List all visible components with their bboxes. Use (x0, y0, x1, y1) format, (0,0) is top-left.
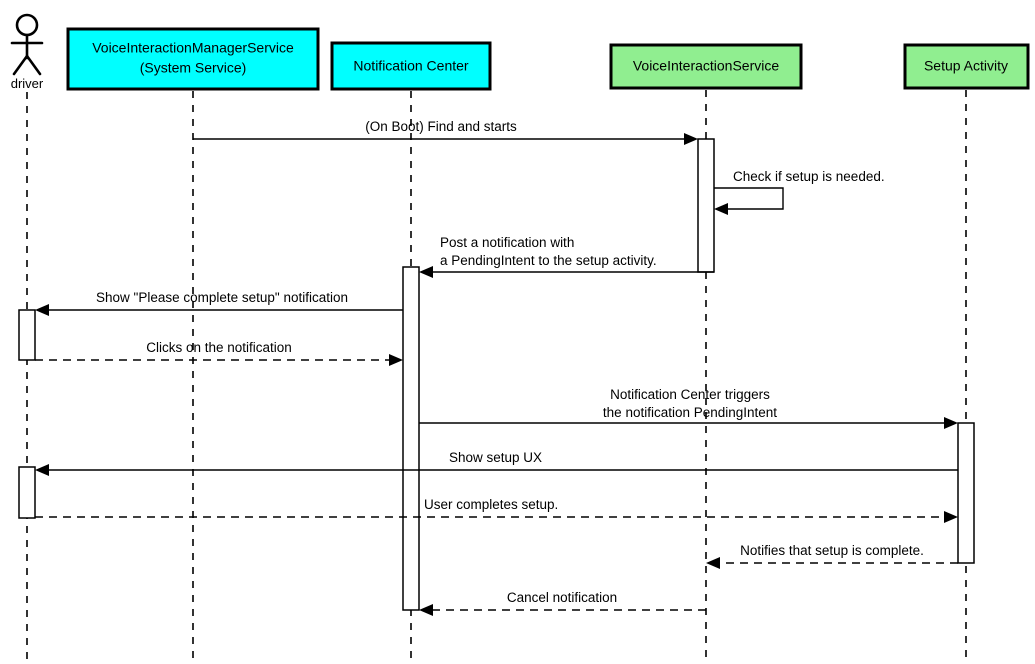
message-label-post-notification-line2: a PendingIntent to the setup activity. (440, 253, 657, 268)
participant-box-notification-center[interactable] (330, 41, 492, 91)
message-label-show-setup-ux: Show setup UX (449, 450, 542, 465)
message-label-cancel-notification: Cancel notification (507, 590, 617, 605)
message-cancel-notification[interactable]: Cancel notification (419, 590, 706, 616)
participant-voiceinteractionservice[interactable]: VoiceInteractionService (609, 43, 803, 90)
participant-label-vims-line2: (System Service) (140, 60, 247, 76)
message-label-user-completes-setup: User completes setup. (424, 497, 558, 512)
activation-bar-driver-2 (18, 466, 36, 519)
arrowhead-right-icon (944, 511, 958, 523)
message-label-notifies-complete: Notifies that setup is complete. (740, 543, 924, 558)
message-label-post-notification-line1: Post a notification with (440, 235, 574, 250)
message-self-loop-line (714, 187, 784, 210)
participant-setup-activity[interactable]: Setup Activity (903, 43, 1030, 90)
arrowhead-left-icon (35, 304, 49, 316)
activations-layer (18, 138, 975, 611)
message-label-check-setup: Check if setup is needed. (733, 169, 885, 184)
actor-leg-left-icon (12, 54, 29, 76)
arrowhead-left-icon (706, 557, 720, 569)
message-user-completes-setup[interactable]: User completes setup. (35, 497, 958, 523)
activation-bar-notification-center (402, 266, 420, 611)
message-label-clicks-notification: Clicks on the notification (146, 340, 292, 355)
participant-box-vims[interactable] (66, 27, 320, 91)
participant-driver[interactable]: driver (10, 13, 44, 91)
message-label-trigger-pendingintent-line2: the notification PendingIntent (603, 405, 777, 420)
message-post-a-notification[interactable]: Post a notification with a PendingIntent… (419, 235, 714, 278)
message-show-setup-ux[interactable]: Show setup UX (35, 450, 958, 476)
participant-box-setup-activity[interactable] (903, 43, 1030, 90)
participant-notification-center[interactable]: Notification Center (330, 41, 492, 91)
actor-leg-right-icon (25, 54, 42, 76)
participant-label-voiceinteractionservice: VoiceInteractionService (633, 58, 780, 74)
activation-bar-driver-1 (18, 309, 36, 361)
arrowhead-left-icon (714, 203, 728, 215)
arrowhead-left-icon (419, 604, 433, 616)
message-label-trigger-pendingintent-line1: Notification Center triggers (610, 387, 770, 402)
message-clicks-on-the-notification[interactable]: Clicks on the notification (35, 340, 403, 366)
arrowhead-right-icon (684, 133, 698, 145)
arrowhead-right-icon (389, 354, 403, 366)
participant-label-setup-activity: Setup Activity (924, 58, 1008, 74)
participant-label-driver: driver (11, 76, 44, 91)
message-label-show-notification: Show "Please complete setup" notificatio… (96, 290, 348, 305)
participant-label-vims-line1: VoiceInteractionManagerService (92, 40, 294, 56)
participant-box-voiceinteractionservice[interactable] (609, 43, 803, 90)
message-on-boot-find-and-starts[interactable]: (On Boot) Find and starts (193, 119, 698, 145)
participant-label-notification-center: Notification Center (353, 58, 469, 74)
arrowhead-left-icon (419, 266, 433, 278)
message-label-on-boot: (On Boot) Find and starts (365, 119, 517, 134)
message-notifies-that-setup-is-complete[interactable]: Notifies that setup is complete. (706, 543, 958, 569)
arrowhead-right-icon (944, 417, 958, 429)
message-notification-center-triggers-pendingintent[interactable]: Notification Center triggers the notific… (419, 387, 958, 429)
message-check-if-setup-is-needed[interactable]: Check if setup is needed. (714, 169, 885, 215)
arrowhead-left-icon (35, 464, 49, 476)
participant-vims[interactable]: VoiceInteractionManagerService (System S… (66, 27, 320, 91)
message-show-please-complete-setup-notification[interactable]: Show "Please complete setup" notificatio… (35, 290, 403, 316)
activation-bar-setup-activity (957, 422, 975, 564)
actor-head-icon (15, 13, 39, 37)
activation-bar-voiceinteractionservice (697, 138, 715, 273)
